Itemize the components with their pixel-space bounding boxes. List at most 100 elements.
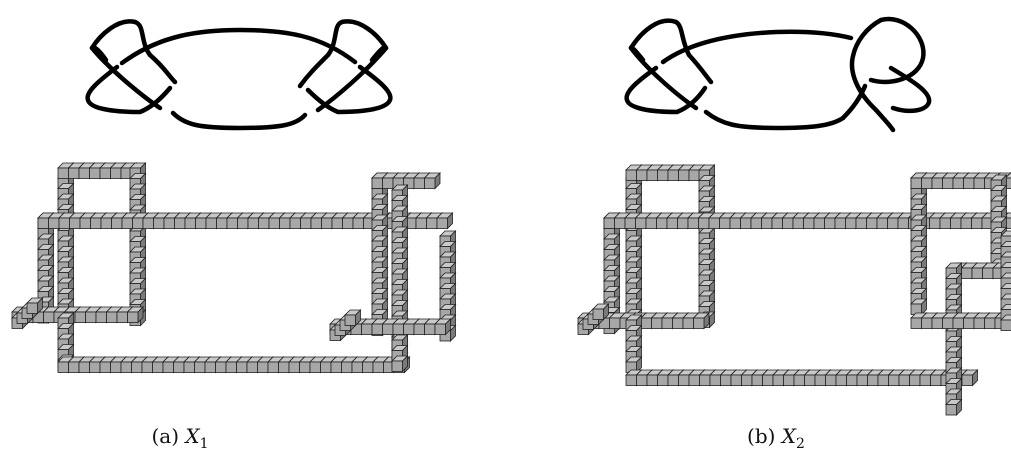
cube-face [911, 318, 922, 329]
cube-face [91, 218, 102, 229]
cube-face [953, 318, 964, 329]
cube-face [372, 324, 383, 335]
cube-face [657, 218, 668, 229]
knot-strand [843, 86, 865, 118]
cube-face [931, 375, 942, 386]
cube-face [373, 362, 384, 373]
cube-face [416, 218, 427, 229]
cube-face [227, 218, 238, 229]
cube-face [352, 362, 363, 373]
cube-face [964, 178, 975, 189]
cube-face [825, 218, 836, 229]
cube-face [667, 218, 678, 229]
cube-face [69, 362, 80, 373]
caption-b-var: X [782, 424, 796, 448]
cube-face [910, 375, 921, 386]
cube-face [80, 218, 91, 229]
cube-face [731, 375, 742, 386]
cube-face [143, 218, 154, 229]
cube-face [814, 218, 825, 229]
cube-face [688, 218, 699, 229]
cube-face [154, 218, 165, 229]
cube-face [888, 218, 899, 229]
cube-face [662, 318, 673, 329]
cube-face [836, 375, 847, 386]
cube-face [889, 375, 900, 386]
cube-face [90, 362, 101, 373]
cube-face [720, 218, 731, 229]
cube-face [175, 218, 186, 229]
cube-face [694, 318, 705, 329]
cube-face [689, 170, 700, 181]
cube-face [668, 375, 679, 386]
cube-face [79, 168, 90, 179]
cube-face [699, 218, 710, 229]
cube-face [279, 362, 290, 373]
cube-face [38, 218, 49, 229]
cube-face [678, 218, 689, 229]
cube-face [615, 218, 626, 229]
cube-face [730, 218, 741, 229]
knot-strand [631, 21, 696, 108]
cube-face [637, 375, 648, 386]
cube-face [163, 362, 174, 373]
cube-face [604, 218, 615, 229]
cube-face [310, 362, 321, 373]
cube-face [96, 312, 107, 323]
cube-face [343, 218, 354, 229]
cube-face [679, 170, 690, 181]
cube-face [70, 218, 81, 229]
knot-strand [318, 21, 386, 110]
cube-face [269, 218, 280, 229]
cube-face [922, 318, 933, 329]
cube-face [363, 362, 374, 373]
cube-face [911, 178, 922, 189]
cube-face [216, 362, 227, 373]
cube-face [332, 218, 343, 229]
knot-strand [173, 113, 305, 128]
cube-face [689, 375, 700, 386]
cube-face [847, 375, 858, 386]
cube-face [59, 218, 70, 229]
cube-face [741, 218, 752, 229]
cube-face [122, 218, 133, 229]
cube-face [962, 268, 973, 279]
cube-face [69, 168, 80, 179]
cube-face [117, 312, 128, 323]
cube-face [132, 362, 143, 373]
cube-face [940, 218, 951, 229]
cube-face [392, 361, 403, 372]
cube-face [435, 324, 446, 335]
knot-diagram-a [88, 21, 391, 128]
cube-face [962, 375, 973, 386]
cube-face [709, 218, 720, 229]
knot-strand [852, 20, 881, 110]
knot-strand [876, 110, 893, 130]
knot-strand [122, 30, 355, 63]
cube-face [196, 218, 207, 229]
cube-face [783, 218, 794, 229]
cube-lattice-b [578, 165, 1011, 415]
cube-face [804, 218, 815, 229]
cube-face [142, 362, 153, 373]
cube-face [773, 375, 784, 386]
cube-face [237, 362, 248, 373]
cube-face [932, 318, 943, 329]
cube-face [58, 362, 69, 373]
cube-face [974, 318, 985, 329]
knot-strand [308, 67, 390, 112]
cube-face [922, 178, 933, 189]
cube-face [763, 375, 774, 386]
cube-face [668, 170, 679, 181]
cube-face [153, 362, 164, 373]
knot-strand [689, 55, 711, 82]
cube-face [673, 318, 684, 329]
cube-face [951, 218, 962, 229]
knot-strand [300, 55, 328, 86]
caption-b: (b) X2 [536, 424, 1011, 452]
cube-face [75, 312, 86, 323]
cube-face [856, 218, 867, 229]
cube-face [414, 178, 425, 189]
cube-face [846, 218, 857, 229]
cube-face [248, 218, 259, 229]
